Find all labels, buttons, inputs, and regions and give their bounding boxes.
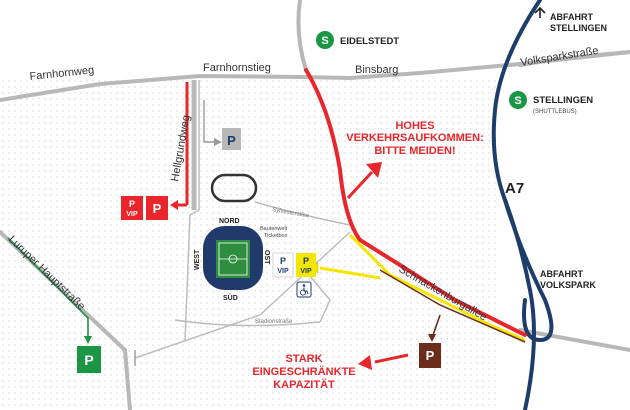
northern-road — [0, 50, 630, 102]
parking-grey: P — [222, 128, 241, 150]
traffic-warning-arrow-line — [346, 170, 374, 200]
station-eidelstedt-label: EIDELSTEDT — [340, 36, 399, 47]
brown-route — [379, 269, 526, 343]
capacity-warning-line-1: STARK — [285, 353, 322, 365]
parking-vip-yellow: P VIP — [296, 253, 316, 277]
yellow-vip-route — [319, 266, 381, 280]
parking-vip-red: P VIP — [121, 196, 143, 220]
farnhornstieg-label: Farnhornstieg — [203, 62, 271, 74]
capacity-warning-arrow-line — [374, 353, 409, 364]
parking-green: P — [77, 346, 101, 373]
volksparkstrasse-road — [518, 50, 630, 67]
parking-vip-red-sign — [121, 196, 143, 220]
parking-vip-white-p: P — [280, 256, 286, 266]
parking-vip-yellow-vip: VIP — [300, 268, 312, 275]
parking-green-p: P — [84, 352, 93, 368]
stadium-west-label: WEST — [194, 249, 201, 270]
exit-arrow-icon — [534, 6, 546, 18]
capacity-warning-arrow — [358, 355, 372, 370]
capacity-warning-line-3: KAPAZITÄT — [273, 378, 335, 391]
exit-stellingen-label-1: ABFAHRT — [550, 12, 593, 22]
parking-vip-white-sign — [272, 252, 294, 278]
access-road — [134, 231, 351, 359]
red-route — [304, 68, 527, 337]
pitch-circle — [228, 254, 238, 264]
station-stellingen-sub-label: (SHUTTLEBUS) — [533, 109, 577, 115]
parking-brown: P — [419, 343, 441, 368]
wheelchair-icon — [296, 281, 312, 298]
parking-grey-sign — [222, 128, 241, 150]
s-bahn-eidelstedt-icon — [316, 31, 334, 49]
parking-red: P — [146, 196, 168, 220]
a7-exit-loop — [503, 198, 554, 343]
parking-brown-sign — [419, 343, 441, 368]
traffic-warning-line-3: BITTE MEIDEN! — [374, 145, 455, 157]
parking-brown-p: P — [426, 348, 435, 363]
capacity-warning-line-2: EINGESCHRÄNKTE — [252, 365, 355, 378]
parking-red-p: P — [153, 201, 162, 216]
traffic-warning-arrow — [366, 162, 382, 178]
exit-volkspark-label-1: ABFAHRT — [540, 269, 583, 279]
yellow-route — [348, 233, 526, 342]
bautenwelt-label: Bautenwelt — [260, 226, 288, 232]
parking-vip-yellow-p: P — [303, 256, 309, 266]
grey-arrow — [214, 138, 222, 146]
green-arrow — [84, 336, 92, 344]
s-bahn-stellingen-symbol: S — [514, 95, 521, 107]
binsbarg-label: Binsbarg — [355, 64, 398, 76]
parking-vip-red-vip: VIP — [126, 211, 138, 218]
station-stellingen-label: STELLINGEN — [533, 95, 593, 106]
parking-green-sign — [77, 346, 101, 373]
stadium-ost-label: OST — [263, 250, 270, 265]
road-to-eidelstedt — [296, 0, 308, 72]
a7-label: A7 — [505, 180, 524, 197]
brown-arrow — [428, 334, 436, 342]
s-bahn-eidelstedt-symbol: S — [321, 35, 328, 47]
stadionstrasse-label: Stadionstraße — [255, 319, 293, 325]
stadionstrasse-road — [174, 319, 321, 327]
minor-roads — [134, 80, 351, 359]
parking-vip-red-p: P — [129, 199, 135, 209]
traffic-warning-line-1: HOHES — [395, 120, 434, 132]
green-route — [7, 237, 89, 340]
exit-stellingen-label-2: STELLINGEN — [550, 23, 607, 33]
parking-grey-p: P — [227, 133, 236, 148]
parking-red-sign — [146, 196, 168, 220]
hellgrundweg-road — [184, 80, 200, 341]
parking-vip-white-vip: VIP — [277, 268, 289, 275]
exit-volkspark-label-2: VOLKSPARK — [540, 280, 596, 290]
s-bahn-stellingen-icon — [509, 91, 527, 109]
parking-vip-yellow-sign — [296, 253, 316, 277]
ticketbox-label: Ticketbox — [264, 233, 288, 239]
training-track — [210, 173, 258, 203]
stadium — [203, 226, 263, 290]
traffic-warning-line-2: VERKEHRSAUFKOMMEN: — [346, 132, 484, 144]
stadium-nord-label: NORD — [219, 218, 240, 225]
stadium-sued-label: SÜD — [223, 293, 238, 302]
a7-motorway — [491, 0, 554, 410]
grey-route — [203, 100, 216, 143]
exit-east-road — [518, 328, 630, 352]
inner-road — [304, 269, 331, 323]
parking-vip-white: P VIP — [272, 252, 294, 278]
red-access-arrow — [170, 200, 178, 210]
sylvesterallee-road — [254, 201, 351, 226]
